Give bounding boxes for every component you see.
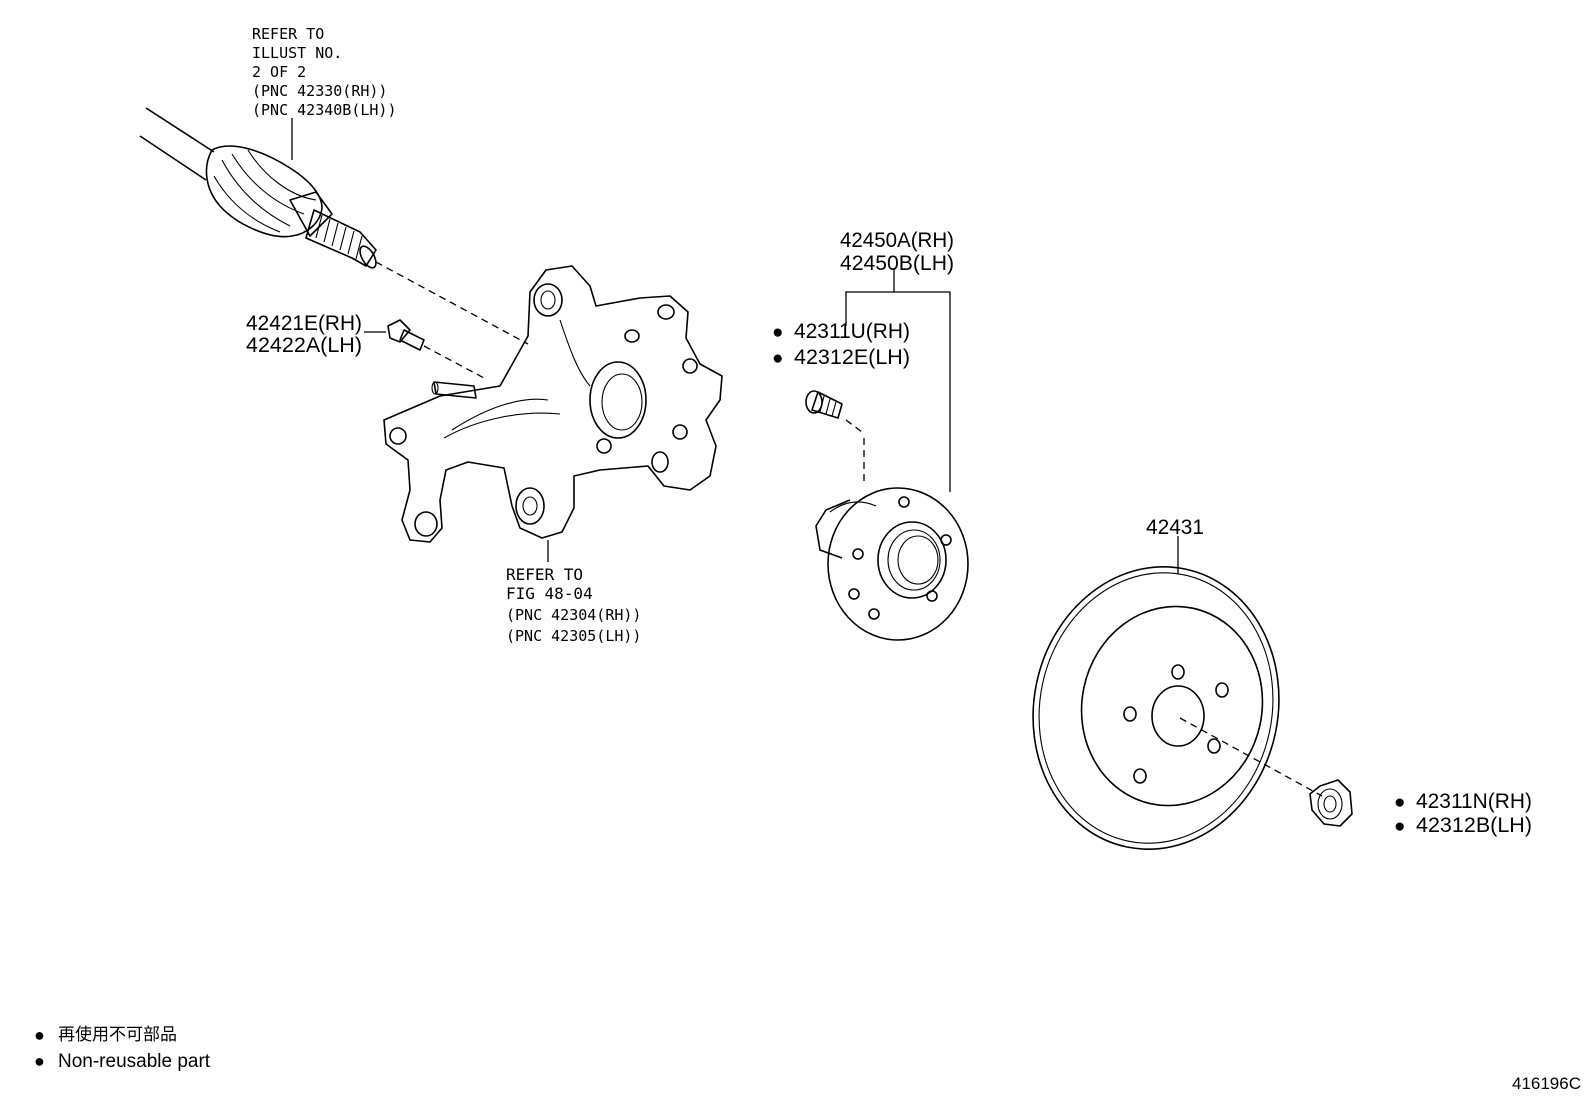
hub-bolt-illustration <box>805 390 843 419</box>
legend-dot: ● <box>34 1025 45 1045</box>
stud-part-numbers: ● 42311U(RH) ● 42312E(LH) <box>772 320 910 369</box>
non-reusable-dot: ● <box>1394 816 1405 837</box>
non-reusable-dot: ● <box>772 348 783 369</box>
disc-illustration <box>1032 566 1280 850</box>
bolt-part-numbers: 42421E(RH) 42422A(LH) <box>246 312 362 357</box>
knuckle-illustration <box>383 265 723 543</box>
hub-part-number-rh: 42450A(RH) <box>840 229 954 252</box>
nut-part-number-rh: 42311N(RH) <box>1416 790 1532 813</box>
bolt-part-number-rh: 42421E(RH) <box>246 312 362 335</box>
drive-shaft-illustration <box>139 107 377 269</box>
hub-part-number-lh: 42450B(LH) <box>840 252 954 275</box>
non-reusable-dot: ● <box>1394 792 1405 813</box>
stud-part-number-lh: 42312E(LH) <box>794 346 910 369</box>
drive-shaft-note-line-1: REFER TO <box>252 25 324 43</box>
nut-part-numbers: ● 42311N(RH) ● 42312B(LH) <box>1394 790 1532 837</box>
legend-english-text: Non-reusable part <box>58 1051 211 1072</box>
knuckle-note-line-1: REFER TO <box>506 565 583 584</box>
knuckle-bolt-illustration <box>387 319 425 351</box>
hub-part-numbers: 42450A(RH) 42450B(LH) <box>840 229 954 275</box>
knuckle-note: REFER TO FIG 48-04 (PNC 42304(RH)) (PNC … <box>506 565 641 645</box>
drive-shaft-note-line-2: ILLUST NO. <box>252 44 342 62</box>
legend-cjk-text: 再使用不可部品 <box>58 1024 177 1044</box>
disc-part-number: 42431 <box>1146 516 1204 539</box>
bolt-part-number-lh: 42422A(LH) <box>246 334 362 357</box>
legend-dot: ● <box>34 1051 45 1071</box>
drive-shaft-note-line-4: (PNC 42330(RH)) <box>252 82 387 100</box>
drive-shaft-note-line-5: (PNC 42340B(LH)) <box>252 101 397 119</box>
stud-part-number-rh: 42311U(RH) <box>794 320 910 343</box>
drive-shaft-note: REFER TO ILLUST NO. 2 OF 2 (PNC 42330(RH… <box>252 25 397 119</box>
knuckle-note-line-4: (PNC 42305(LH)) <box>506 627 641 645</box>
nut-part-number-lh: 42312B(LH) <box>1416 814 1532 837</box>
legend: ● 再使用不可部品 ● Non-reusable part <box>34 1024 211 1072</box>
hub-nut-illustration <box>1309 779 1353 827</box>
hub-illustration <box>815 487 969 641</box>
non-reusable-dot: ● <box>772 322 783 343</box>
drive-shaft-note-line-3: 2 OF 2 <box>252 63 306 81</box>
illustration-number: 416196C <box>1512 1074 1581 1093</box>
knuckle-note-line-3: (PNC 42304(RH)) <box>506 606 641 624</box>
knuckle-note-line-2: FIG 48-04 <box>506 584 593 603</box>
